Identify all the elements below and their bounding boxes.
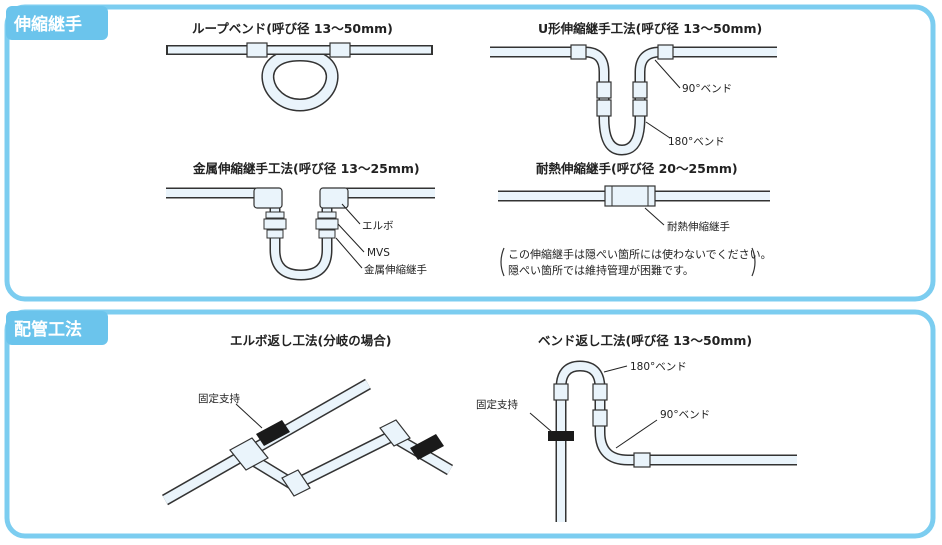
loop-bend-title: ループベンド(呼び径 13〜50mm) bbox=[192, 21, 393, 36]
loop-socket-left bbox=[246, 42, 268, 58]
metal-label-joint: 金属伸縮継手 bbox=[364, 263, 427, 276]
piping-section-label: 配管工法 bbox=[14, 319, 82, 340]
heat-note-line2: 隠ぺい箇所では維持管理が困難です。 bbox=[508, 263, 694, 277]
piping-section-frame bbox=[4, 309, 936, 539]
bend-label-support: 固定支持 bbox=[476, 398, 518, 411]
loop-bend-diagram bbox=[166, 42, 433, 112]
branch-support-2 bbox=[410, 434, 444, 460]
expansion-section-tab bbox=[6, 6, 108, 40]
metal-joint-diagram: エルボ MVS 金属伸縮継手 bbox=[166, 187, 435, 281]
bend-return-title: ベンド返し工法(呼び径 13〜50mm) bbox=[538, 333, 752, 348]
metal-label-mvs: MVS bbox=[367, 247, 390, 259]
bend-return-diagram: 180°ベンド 固定支持 90°ベンド bbox=[476, 360, 797, 522]
elbow-return-diagram: 固定支持 bbox=[162, 378, 454, 506]
u-label-180-bend: 180°ベンド bbox=[668, 136, 725, 148]
bend-label-90: 90°ベンド bbox=[660, 409, 710, 421]
u-expansion-diagram: 90°ベンド 180°ベンド bbox=[490, 44, 777, 156]
heat-joint-diagram: 耐熱伸縮継手 この伸縮継手は隠ぺい箇所には使わないでください。 隠ぺい箇所では維… bbox=[498, 185, 772, 277]
metal-joint-title: 金属伸縮継手工法(呼び径 13〜25mm) bbox=[192, 161, 420, 176]
heat-label-joint: 耐熱伸縮継手 bbox=[667, 220, 730, 233]
metal-label-elbow: エルボ bbox=[362, 220, 394, 232]
bend-label-180: 180°ベンド bbox=[630, 361, 687, 373]
piping-section-tab bbox=[6, 311, 108, 345]
elbow-label-support: 固定支持 bbox=[198, 392, 240, 405]
u-method-title: U形伸縮継手工法(呼び径 13〜50mm) bbox=[538, 21, 762, 36]
loop-socket-right bbox=[329, 42, 351, 58]
elbow-return-title: エルボ返し工法(分岐の場合) bbox=[230, 333, 391, 348]
branch-support-1 bbox=[256, 420, 290, 446]
heat-joint-title: 耐熱伸縮継手(呼び径 20〜25mm) bbox=[536, 161, 738, 176]
expansion-section-frame bbox=[4, 4, 936, 302]
u-label-90-bend: 90°ベンド bbox=[682, 83, 732, 95]
bend-support bbox=[548, 431, 574, 441]
heat-note-line1: この伸縮継手は隠ぺい箇所には使わないでください。 bbox=[508, 247, 772, 261]
expansion-section-label: 伸縮継手 bbox=[13, 14, 82, 35]
